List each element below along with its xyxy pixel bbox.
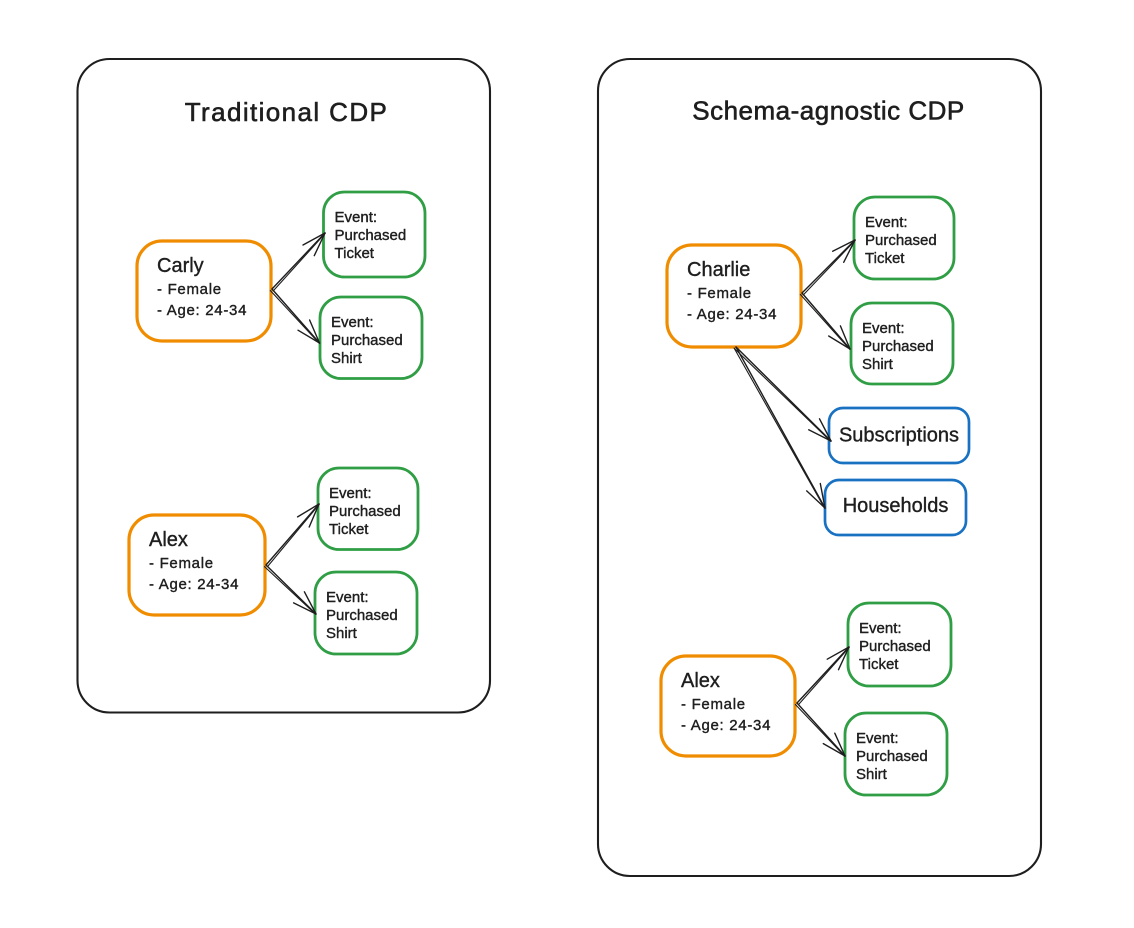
svg-text:Event:: Event:: [856, 730, 899, 747]
svg-text:Subscriptions: Subscriptions: [839, 425, 959, 447]
svg-text:Households: Households: [843, 495, 949, 517]
svg-text:- Age: 24-34: - Age: 24-34: [681, 717, 771, 734]
svg-text:Purchased: Purchased: [859, 638, 931, 655]
svg-text:Event:: Event:: [331, 314, 374, 331]
svg-text:Purchased: Purchased: [865, 232, 937, 249]
svg-text:Schema-agnostic CDP: Schema-agnostic CDP: [692, 96, 965, 126]
svg-text:Event:: Event:: [329, 485, 372, 502]
svg-text:Purchased: Purchased: [856, 748, 928, 765]
svg-text:Event:: Event:: [865, 214, 908, 231]
svg-text:Purchased: Purchased: [335, 227, 407, 244]
svg-text:Alex: Alex: [681, 670, 720, 692]
svg-text:Ticket: Ticket: [335, 245, 375, 262]
svg-text:- Female: - Female: [149, 555, 214, 572]
svg-text:Shirt: Shirt: [862, 356, 894, 373]
svg-text:Shirt: Shirt: [856, 766, 888, 783]
svg-text:- Female: - Female: [687, 285, 752, 302]
svg-text:- Age: 24-34: - Age: 24-34: [149, 576, 239, 593]
svg-text:Event:: Event:: [326, 589, 369, 606]
svg-text:- Age: 24-34: - Age: 24-34: [157, 302, 247, 319]
svg-text:Purchased: Purchased: [329, 503, 401, 520]
svg-text:- Female: - Female: [681, 696, 746, 713]
svg-text:Traditional CDP: Traditional CDP: [185, 97, 389, 127]
svg-text:Ticket: Ticket: [859, 656, 899, 673]
svg-text:Shirt: Shirt: [326, 625, 358, 642]
svg-text:Alex: Alex: [149, 529, 188, 551]
svg-text:Purchased: Purchased: [326, 607, 398, 624]
svg-text:Shirt: Shirt: [331, 350, 363, 367]
svg-text:- Female: - Female: [157, 281, 222, 298]
svg-text:Purchased: Purchased: [862, 338, 934, 355]
svg-text:Event:: Event:: [335, 209, 378, 226]
svg-text:Charlie: Charlie: [687, 259, 750, 281]
svg-text:Carly: Carly: [157, 255, 204, 277]
svg-text:Ticket: Ticket: [329, 521, 369, 538]
svg-text:Event:: Event:: [862, 320, 905, 337]
svg-text:- Age: 24-34: - Age: 24-34: [687, 306, 777, 323]
svg-text:Ticket: Ticket: [865, 250, 905, 267]
svg-text:Purchased: Purchased: [331, 332, 403, 349]
svg-text:Event:: Event:: [859, 620, 902, 637]
